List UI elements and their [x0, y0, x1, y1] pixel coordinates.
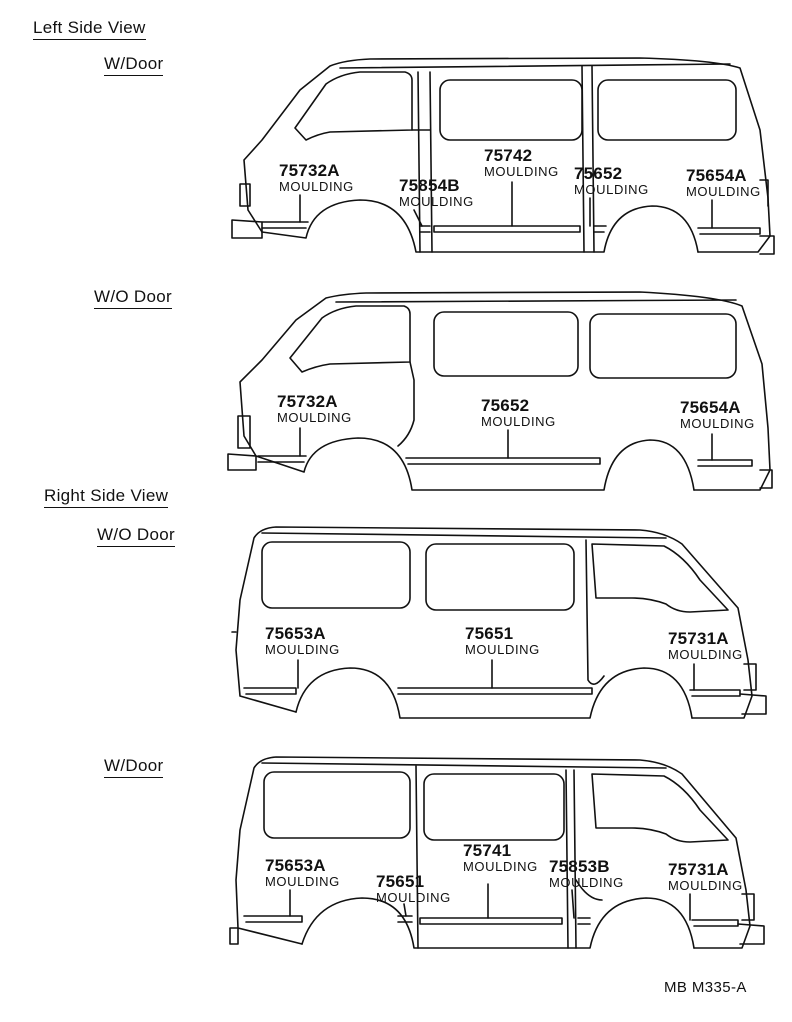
- part-number: 75651: [376, 872, 425, 891]
- part-name: MOULDING: [399, 194, 474, 209]
- part-number: 75741: [463, 841, 512, 860]
- right-side-view-heading: Right Side View: [44, 486, 169, 508]
- part-name: MOULDING: [574, 182, 649, 197]
- part-number: 75653A: [265, 856, 326, 875]
- view-2-label: W/O Door: [94, 287, 172, 309]
- part-name: MOULDING: [465, 642, 540, 657]
- part-number: 75653A: [265, 624, 326, 643]
- part-name: MOULDING: [265, 874, 340, 889]
- part-number: 75731A: [668, 860, 729, 879]
- part-name: MOULDING: [376, 890, 451, 905]
- diagram-code: MB M335-A: [664, 979, 747, 996]
- part-number: 75654A: [680, 398, 741, 417]
- part-number: 75732A: [279, 161, 340, 180]
- part-name: MOULDING: [680, 416, 755, 431]
- part-name: MOULDING: [265, 642, 340, 657]
- part-number: 75732A: [277, 392, 338, 411]
- part-name: MOULDING: [549, 875, 624, 890]
- part-number: 75731A: [668, 629, 729, 648]
- part-number: 75654A: [686, 166, 747, 185]
- part-name: MOULDING: [686, 184, 761, 199]
- part-name: MOULDING: [484, 164, 559, 179]
- part-name: MOULDING: [277, 410, 352, 425]
- part-number: 75652: [574, 164, 623, 183]
- part-name: MOULDING: [668, 878, 743, 893]
- part-name: MOULDING: [668, 647, 743, 662]
- left-side-view-heading: Left Side View: [33, 18, 146, 40]
- view-4-label: W/Door: [104, 756, 164, 778]
- view-3-label: W/O Door: [97, 525, 175, 547]
- part-name: MOULDING: [463, 859, 538, 874]
- part-name: MOULDING: [279, 179, 354, 194]
- part-number: 75854B: [399, 176, 460, 195]
- part-number: 75652: [481, 396, 530, 415]
- part-number: 75742: [484, 146, 533, 165]
- part-number: 75853B: [549, 857, 610, 876]
- view-1-label: W/Door: [104, 54, 164, 76]
- part-number: 75651: [465, 624, 514, 643]
- part-name: MOULDING: [481, 414, 556, 429]
